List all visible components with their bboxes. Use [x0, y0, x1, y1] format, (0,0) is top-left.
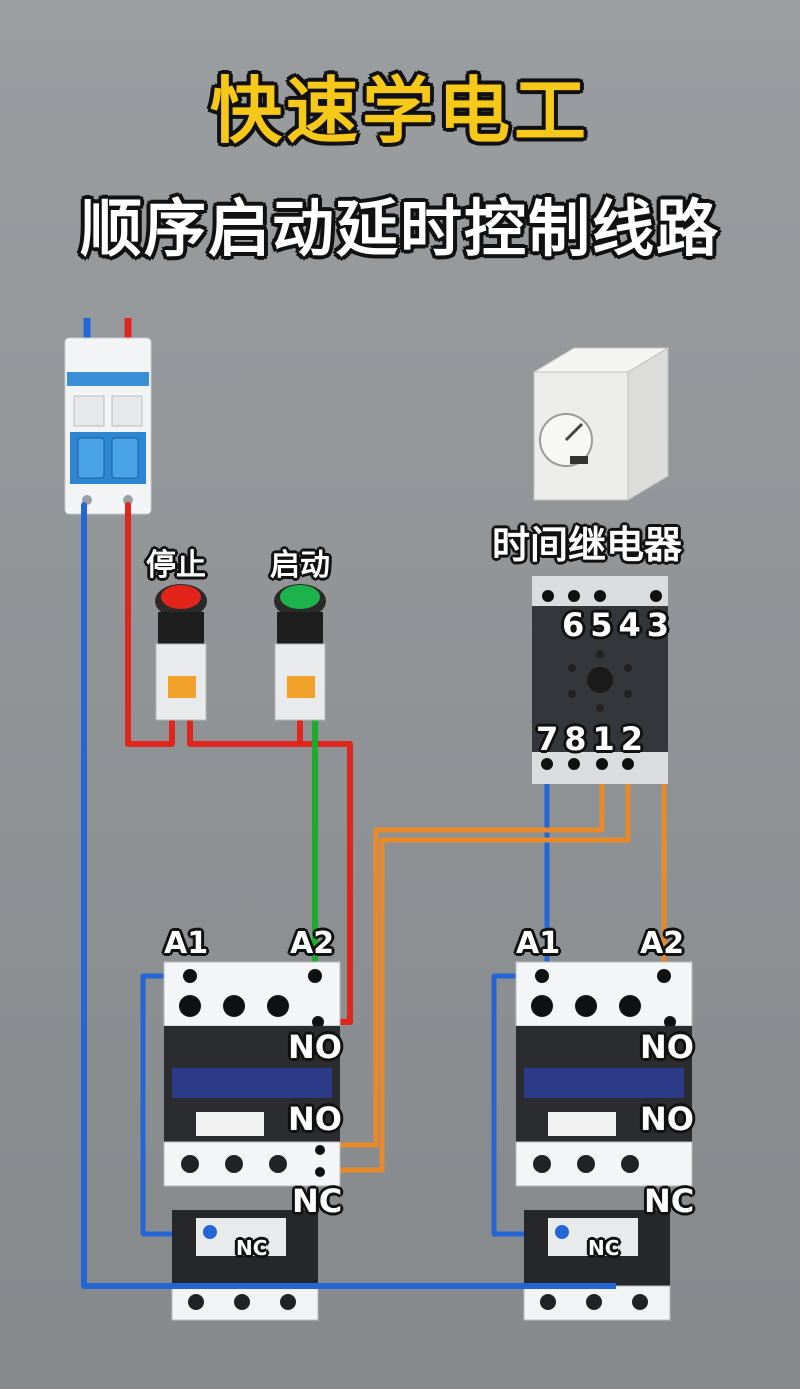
km1-no-label: NO: [288, 1028, 342, 1066]
km2-a1-label: A1: [516, 926, 561, 961]
km2-thermal-nc-label: NC: [588, 1236, 620, 1260]
km2-thermal-terminal: [586, 1294, 602, 1310]
km2-aux-no-label: NO: [640, 1100, 694, 1138]
km2-no-terminal: [664, 1016, 676, 1028]
km2-thermal-terminal: [632, 1294, 648, 1310]
km2-l3-terminal: [619, 995, 641, 1017]
km1-aux-terminal: [315, 1167, 325, 1177]
socket-terminal-8: [568, 758, 580, 770]
km2-label-plate: [548, 1112, 616, 1136]
start-button-terminal-cover: [287, 676, 315, 698]
socket-terminal-2: [622, 758, 634, 770]
km1-no-terminal: [312, 1016, 324, 1028]
km2-t1-terminal: [533, 1155, 551, 1173]
km2-l2-terminal: [575, 995, 597, 1017]
start-label: 启动: [270, 548, 330, 583]
km1-l3-terminal: [267, 995, 289, 1017]
km2-l1-terminal: [531, 995, 553, 1017]
km1-label-plate: [196, 1112, 264, 1136]
contactor-km2: [515, 961, 693, 1321]
km2-t3-terminal: [621, 1155, 639, 1173]
socket-hole: [624, 690, 632, 698]
relay-top-pin-numbers: 6543: [562, 606, 676, 644]
km2-a2-terminal: [657, 969, 671, 983]
relay-dial-knob: [570, 456, 588, 464]
socket-terminal-6: [542, 590, 554, 602]
start-push-button: [274, 584, 326, 721]
km1-a2-terminal: [308, 969, 322, 983]
socket-terminal-7: [541, 758, 553, 770]
km1-thermal-terminal: [280, 1294, 296, 1310]
breaker-blue-band: [67, 372, 149, 386]
stop-push-button: [155, 584, 207, 721]
km2-a2-label: A2: [640, 926, 685, 961]
km2-no-label: NO: [640, 1028, 694, 1066]
km1-thermal-terminal: [188, 1294, 204, 1310]
time-relay-label: 时间继电器: [492, 523, 683, 567]
relay-side-face: [627, 347, 669, 501]
relay-dial-pointer: [564, 422, 584, 442]
km1-l1-terminal: [179, 995, 201, 1017]
socket-terminal-3: [650, 590, 662, 602]
km2-armature: [524, 1068, 684, 1098]
breaker-terminal-right: [123, 495, 133, 505]
socket-terminal-5: [568, 590, 580, 602]
socket-hole: [568, 664, 576, 672]
wire-orange-pin2: [317, 761, 631, 1173]
km1-l2-terminal: [223, 995, 245, 1017]
km1-a1-terminal: [183, 969, 197, 983]
contactor-km1: [163, 961, 341, 1321]
km1-t3-terminal: [269, 1155, 287, 1173]
km1-aux-no-label: NO: [288, 1100, 342, 1138]
breaker-handle-left: [77, 437, 105, 479]
socket-hole: [568, 690, 576, 698]
time-relay-image: [532, 347, 670, 501]
socket-hole: [624, 664, 632, 672]
wire-orange-pin1: [317, 761, 605, 1148]
stop-label: 停止: [146, 548, 206, 583]
km2-t2-terminal: [577, 1155, 595, 1173]
breaker-label-left: [73, 395, 105, 427]
km1-t2-terminal: [225, 1155, 243, 1173]
socket-center-key: [587, 667, 613, 693]
km1-armature: [172, 1068, 332, 1098]
socket-hole: [596, 650, 604, 658]
socket-terminal-4: [594, 590, 606, 602]
km1-t1-terminal: [181, 1155, 199, 1173]
km1-thermal-dial: [203, 1225, 217, 1239]
km1-aux-nc-label: NC: [292, 1182, 343, 1220]
socket-terminal-1: [596, 758, 608, 770]
stop-button-cap: [161, 585, 201, 609]
start-button-collar: [277, 612, 323, 644]
km2-thermal-terminal: [540, 1294, 556, 1310]
km1-a1-label: A1: [164, 926, 209, 961]
km1-thermal-terminal: [234, 1294, 250, 1310]
km1-thermal-nc-label: NC: [236, 1236, 268, 1260]
km2-aux-nc-label: NC: [644, 1182, 695, 1220]
km1-a2-label: A2: [290, 926, 335, 961]
start-button-cap: [280, 585, 320, 609]
stop-button-collar: [158, 612, 204, 644]
socket-hole: [596, 704, 604, 712]
wire-red-line-to-stop: [125, 502, 175, 747]
km2-thermal-dial: [555, 1225, 569, 1239]
relay-bottom-pin-numbers: 7812: [536, 720, 650, 758]
km1-aux-terminal: [315, 1145, 325, 1155]
breaker-handle-right: [111, 437, 139, 479]
km2-a1-terminal: [535, 969, 549, 983]
stop-button-terminal-cover: [168, 676, 196, 698]
page-title: 快速学电工: [209, 69, 590, 153]
circuit-breaker: [64, 318, 152, 515]
relay-socket: [532, 576, 668, 784]
breaker-label-right: [111, 395, 143, 427]
page-subtitle: 顺序启动延时控制线路: [79, 192, 720, 265]
